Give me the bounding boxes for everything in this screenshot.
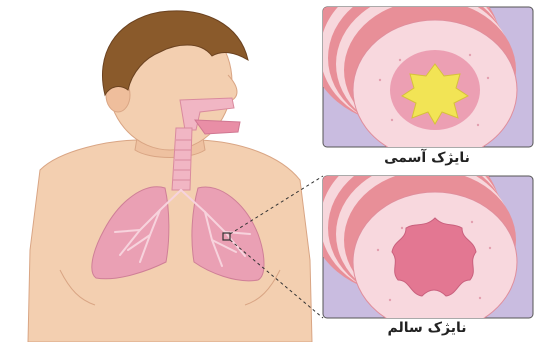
torso bbox=[28, 140, 312, 342]
boy-figure bbox=[28, 11, 312, 342]
asthmatic-bronchus-panel bbox=[309, 0, 533, 160]
healthy-bronchus-label: نایژک سالم bbox=[322, 320, 532, 336]
trachea bbox=[172, 128, 192, 190]
asthmatic-bronchus-label: نایژک آسمی bbox=[322, 150, 532, 166]
